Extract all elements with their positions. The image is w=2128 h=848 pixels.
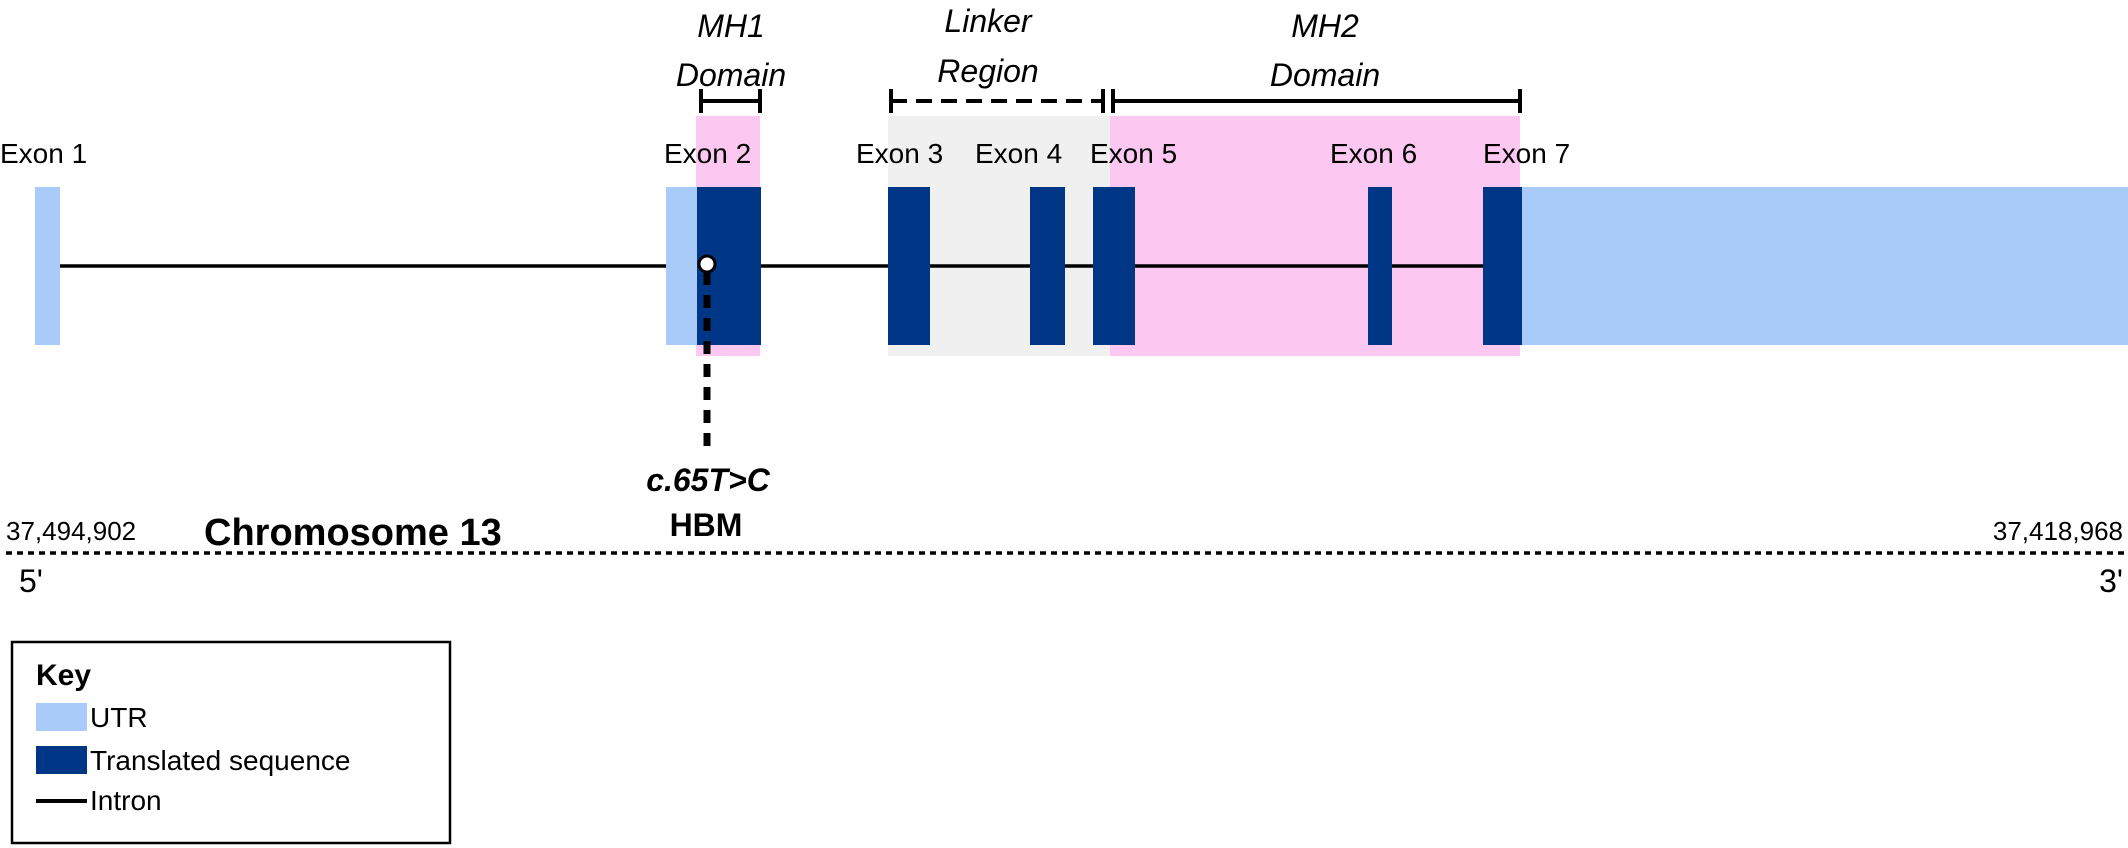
exon-5-label: Exon 5 — [1090, 138, 1177, 169]
key-box — [10, 640, 452, 845]
key-intron-label: Intron — [90, 785, 162, 816]
exon-4-translated — [1030, 187, 1065, 345]
exon-3-translated — [888, 187, 930, 345]
linker-region-bracket — [889, 89, 1105, 113]
three-prime-label: 3' — [2099, 563, 2123, 599]
mutation-site-marker — [697, 254, 717, 274]
mh2-domain-label-line2: Domain — [1270, 57, 1380, 93]
exon-2-label: Exon 2 — [664, 138, 751, 169]
chromosome-title: Chromosome 13 — [204, 512, 502, 554]
linker-region-label-line2: Region — [937, 53, 1038, 89]
mutation-label: c.65T>C — [646, 462, 771, 498]
key-translated-label: Translated sequence — [90, 745, 350, 776]
five-prime-label: 5' — [19, 563, 43, 599]
key-title: Key — [36, 659, 91, 692]
exon-1-label: Exon 1 — [0, 138, 87, 169]
key-utr-swatch — [36, 703, 87, 731]
exon-4-label: Exon 4 — [975, 138, 1062, 169]
exon-5-translated — [1093, 187, 1135, 345]
mh2-domain-label: MH2 — [1291, 8, 1359, 44]
exon-7-utr — [1522, 187, 2128, 345]
exon-3-label: Exon 3 — [856, 138, 943, 169]
exon-7-label: Exon 7 — [1483, 138, 1570, 169]
chromosome-end-coordinate: 37,418,968 — [1993, 516, 2123, 546]
key-utr-label: UTR — [90, 702, 148, 733]
mh1-domain-bracket — [699, 89, 762, 113]
mh2-domain-highlight — [1110, 116, 1520, 356]
exon-2-utr — [666, 187, 698, 345]
key-legend: Key UTR Translated sequence Intron — [10, 640, 452, 845]
mh1-domain-label: MH1 — [697, 8, 765, 44]
mutation-name-label: HBM — [670, 507, 743, 543]
exon-7-translated — [1483, 187, 1523, 345]
exon-1-utr — [35, 187, 60, 345]
mh1-domain-label-line2: Domain — [676, 57, 786, 93]
mh2-domain-bracket — [1111, 89, 1522, 113]
key-translated-swatch — [36, 746, 87, 774]
exon-6-translated — [1368, 187, 1392, 345]
exon-6-label: Exon 6 — [1330, 138, 1417, 169]
chromosome-start-coordinate: 37,494,902 — [6, 516, 136, 546]
linker-region-label: Linker — [944, 3, 1033, 39]
